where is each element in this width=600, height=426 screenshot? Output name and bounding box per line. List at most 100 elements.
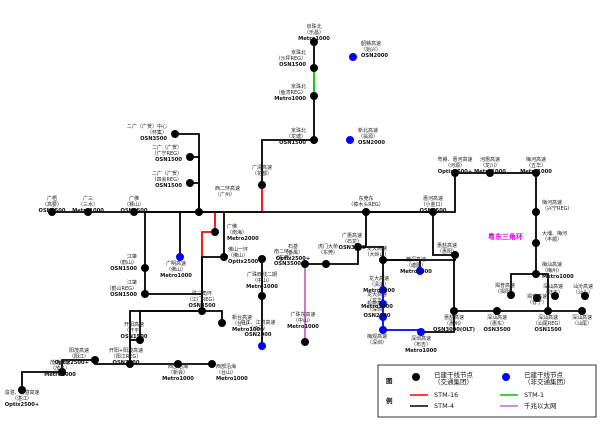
- node-equipment: OSN1500: [110, 266, 137, 272]
- node-equipment: Optix2500+: [54, 360, 89, 366]
- node-label: （江门）: [248, 325, 268, 332]
- node-label: （江门REG）: [187, 296, 218, 303]
- node-marker: [379, 256, 387, 264]
- node-marker: [195, 208, 203, 216]
- node-label: （鹤山）: [117, 259, 137, 266]
- node-equipment: Metro3000: [361, 304, 393, 310]
- legend-label: （非交通集团）: [524, 377, 570, 386]
- node-label: 深汕高速: [487, 314, 507, 321]
- node-xh: 新台高速（台山）Metro1000: [218, 314, 264, 333]
- node-label: （沙坪REG）: [275, 55, 306, 62]
- legend-marker: [412, 373, 420, 381]
- node-marker: [346, 136, 354, 144]
- node-label: （台山）: [232, 320, 252, 327]
- link-mm-zj: [21, 371, 62, 390]
- node-sg2: 大埔、梅河（丰顺）: [532, 230, 567, 247]
- node-marker: [379, 313, 387, 321]
- node-jx: 深汕高速（陆丰）: [543, 283, 563, 300]
- node-marker: [544, 307, 552, 315]
- node-hm: 虎门大桥（东莞）: [318, 243, 338, 268]
- node-gk: 广佛（狮山）OSN1500: [121, 195, 148, 216]
- link-hub-gm: [179, 211, 199, 257]
- node-label: （高要）: [42, 201, 62, 208]
- legend-title-2: 例: [386, 396, 393, 405]
- node-marker: [551, 292, 559, 300]
- node-jg_dl: 京珠北（鱼湾REG）Metro1000: [274, 83, 318, 102]
- node-equipment: Metro1000: [44, 372, 76, 378]
- node-label: 江肇: [127, 279, 137, 286]
- node-marker: [349, 53, 357, 61]
- node-marker: [58, 368, 66, 376]
- legend-item-0: 已建干线节点（交通集团）: [412, 370, 474, 386]
- node-label: 开阳高速: [124, 321, 144, 328]
- legend-label: 已建干线节点: [524, 370, 564, 379]
- node-marker: [532, 208, 540, 216]
- node-equipment: Metro2000: [227, 236, 259, 242]
- node-label: （东莞）: [318, 249, 338, 256]
- node-equipment: Metro1000: [520, 169, 552, 175]
- node-marker: [174, 360, 182, 368]
- node-label: 深汕高速: [543, 283, 563, 290]
- node-label: （石龙）: [342, 238, 362, 245]
- node-label: 渝湛、渝湛高速: [4, 389, 39, 396]
- legend-label: （交通集团）: [434, 377, 473, 386]
- node-equipment: Metro1000: [542, 274, 574, 280]
- node-marker: [450, 307, 458, 315]
- node-label: （小金口）: [420, 201, 445, 208]
- node-marker: [451, 251, 459, 259]
- link-hb-hz: [453, 254, 455, 311]
- node-zs: 中江、江鹤高速（江门）OSN2000: [240, 319, 276, 350]
- node-label: 大埔、梅河: [542, 230, 567, 237]
- node-label: （深圳）: [367, 306, 387, 313]
- node-label: 深汕高速: [538, 314, 558, 321]
- node-gz2: 广珠东高速（中山）Metro1000: [287, 311, 319, 346]
- node-equipment: OSN3500: [274, 261, 301, 267]
- node-label: 东莞东: [358, 195, 373, 202]
- node-label: （中山）: [252, 277, 272, 284]
- legend-item-3: STM-1: [500, 391, 544, 399]
- node-label: （清溪）: [369, 281, 389, 288]
- node-label: （佛山）: [228, 252, 248, 259]
- legend-label: 已建干线节点: [434, 370, 474, 379]
- node-label: 惠盐高速: [444, 314, 464, 321]
- node-sg: 韶赣高速（始兴）OSN2000: [349, 40, 388, 61]
- node-equipment: OSN1500: [535, 327, 562, 333]
- node-label: （三水）: [78, 201, 98, 208]
- link-jm-kp: [139, 310, 202, 340]
- node-equipment: Metro1000: [363, 288, 395, 294]
- node-equipment: OSN3500: [189, 303, 216, 309]
- link-mg-sz2: [383, 329, 422, 332]
- node-hz: 惠盐高速（惠州）OSN3000(OLT): [433, 307, 475, 333]
- legend-item-4: STM-4: [410, 402, 454, 410]
- node-zj: 渝湛、渝湛高速（湛江）Optix2500+: [4, 386, 40, 408]
- node-equipment: Metro1000: [298, 36, 330, 42]
- node-mg: 梅观高速（深圳）: [367, 326, 387, 346]
- node-sz2: 深圳高速（布吉）Metro1000: [405, 328, 437, 354]
- node-gz_hb: 广清高速（花都）: [252, 164, 272, 189]
- node-equipment: OSN1500: [279, 140, 306, 146]
- node-gs: 广惠高速（石龙）OSN3500: [339, 232, 366, 251]
- node-label: （新会）: [168, 369, 188, 376]
- node-equipment: OSN2000: [361, 53, 388, 59]
- node-label: 梅河高速: [526, 156, 546, 163]
- node-ftm: 广佛（南海）Metro2000: [211, 223, 259, 242]
- node-label: （汕尾）: [572, 320, 592, 327]
- node-label: 揭普高速: [495, 282, 515, 289]
- node-jg_sr: 京珠北（沙坪REG）OSN1500: [275, 49, 318, 72]
- node-label: （佛山）: [166, 266, 186, 273]
- node-marker: [186, 179, 194, 187]
- link-jm-kp_reg: [129, 310, 202, 364]
- node-gw: 广梧（高要）OSN3500: [39, 195, 66, 216]
- node-label: 广佛: [129, 195, 139, 202]
- node-hb: 惠盐高速（惠阳）: [437, 242, 459, 259]
- node-marker: [301, 260, 309, 268]
- node-label: 梅汕高速: [542, 261, 562, 268]
- legend-item-2: STM-16: [410, 391, 458, 399]
- node-label: 龙大高速: [367, 245, 387, 252]
- node-gh: 广珠西线二期（中山）Metro1000: [246, 271, 278, 300]
- node-label: 梅河高速: [542, 199, 562, 206]
- node-marker: [258, 255, 266, 263]
- node-label: （惠州）: [444, 320, 464, 327]
- node-hy: 粤赣、惠河高速（河源）Optix2500+: [437, 156, 473, 177]
